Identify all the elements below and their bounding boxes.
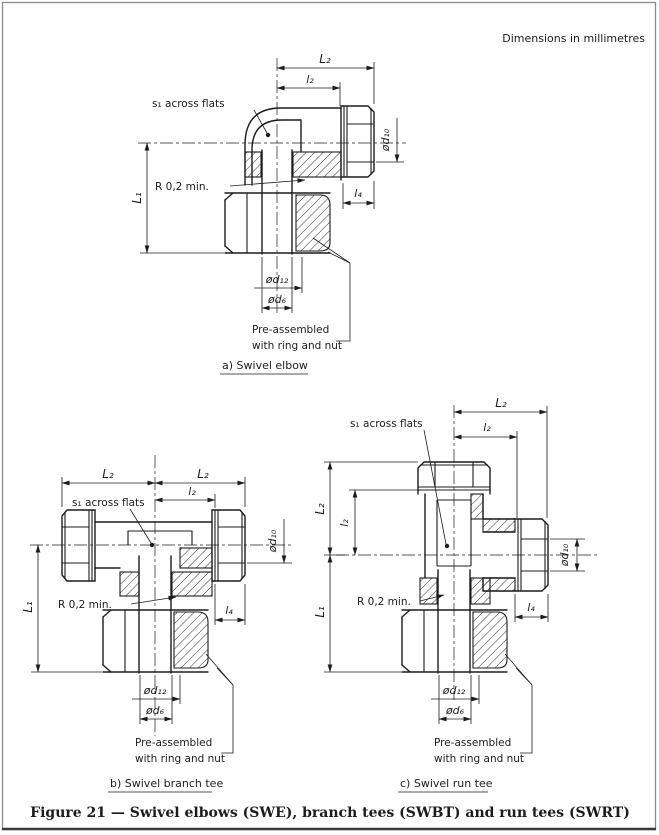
figure-caption: Figure 21 — Swivel elbows (SWE), branch … xyxy=(30,805,630,821)
note-preassembled-2: with ring and nut xyxy=(252,340,342,352)
dim-l2: l₂ xyxy=(306,73,314,86)
dim-l4: l₄ xyxy=(354,187,362,200)
dim-d6: ød₆ xyxy=(445,704,465,717)
dim-d10: ød₁₀ xyxy=(266,529,279,553)
dim-l2-left: l₂ xyxy=(338,519,351,527)
view-swivel-run-tee: L₂ l₂ L₂ l₂ s₁ across flats ød₁₀ R 0,2 m… xyxy=(313,396,600,793)
dim-d10: ød₁₀ xyxy=(558,543,571,567)
label-s1-across-flats: s₁ across flats xyxy=(350,418,423,430)
leader-dot xyxy=(444,543,450,549)
dim-d6: ød₆ xyxy=(145,704,165,717)
dim-d12: ød₁₂ xyxy=(442,684,466,697)
dim-L2-top: L₂ xyxy=(495,396,507,410)
dim-l4: l₄ xyxy=(527,601,535,614)
ring-section xyxy=(472,611,508,669)
dim-d12: ød₁₂ xyxy=(265,273,289,286)
note-preassembled-1: Pre-assembled xyxy=(252,324,329,336)
dim-L1: L₁ xyxy=(130,192,144,204)
label-radius-min: R 0,2 min. xyxy=(357,596,411,608)
dim-L1: L₁ xyxy=(313,606,327,618)
dim-l2: l₂ xyxy=(188,485,196,498)
dim-L1: L₁ xyxy=(21,601,35,613)
view-swivel-elbow: L₂ l₂ s₁ across flats ød₁₀ l₄ R 0,2 min.… xyxy=(130,52,406,375)
caption-view-c: c) Swivel run tee xyxy=(400,777,493,790)
label-s1-across-flats: s₁ across flats xyxy=(152,98,225,110)
dim-L2-left: L₂ xyxy=(102,467,114,481)
label-radius-min: R 0,2 min. xyxy=(58,599,112,611)
note-preassembled-1: Pre-assembled xyxy=(434,737,511,749)
dim-d12: ød₁₂ xyxy=(143,684,167,697)
dim-L2-right: L₂ xyxy=(197,467,209,481)
label-radius-min: R 0,2 min. xyxy=(155,181,209,193)
dim-l4: l₄ xyxy=(225,604,233,617)
ring-section xyxy=(295,194,331,252)
label-s1-across-flats: s₁ across flats xyxy=(72,497,145,509)
dim-L2-left: L₂ xyxy=(313,503,327,515)
note-preassembled-2: with ring and nut xyxy=(434,753,524,765)
dim-l2-top: l₂ xyxy=(483,421,491,434)
caption-view-a: a) Swivel elbow xyxy=(222,359,308,372)
leader-dot xyxy=(265,132,271,138)
ring-section xyxy=(173,611,209,669)
view-swivel-branch-tee: L₂ L₂ l₂ s₁ across flats ød₁₀ R 0,2 min.… xyxy=(21,455,294,793)
leader-dot xyxy=(149,542,155,548)
caption-view-b: b) Swivel branch tee xyxy=(110,777,223,790)
dim-L2: L₂ xyxy=(319,52,331,66)
note-preassembled-2: with ring and nut xyxy=(135,753,225,765)
dim-d10: ød₁₀ xyxy=(379,128,392,152)
note-preassembled-1: Pre-assembled xyxy=(135,737,212,749)
dim-d6: ød₆ xyxy=(267,293,287,306)
units-note: Dimensions in millimetres xyxy=(502,32,645,45)
